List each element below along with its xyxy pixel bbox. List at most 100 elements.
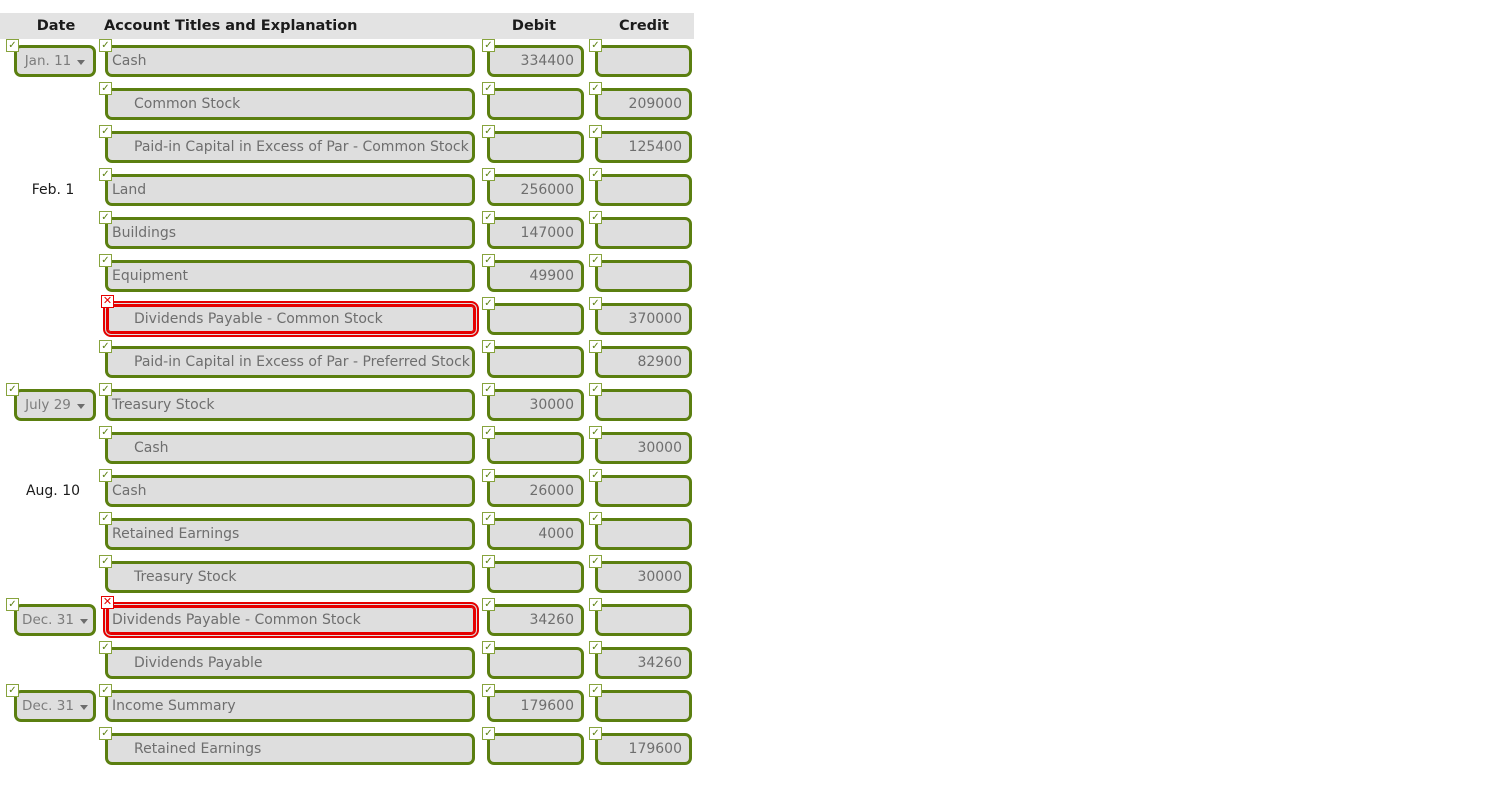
debit-amount-input[interactable]: 30000 [487, 389, 584, 421]
credit-cell-valid-icon: ✓ [589, 254, 602, 267]
credit-amount-input[interactable] [595, 260, 692, 292]
debit-amount-input[interactable]: 179600 [487, 690, 584, 722]
account-title-input[interactable]: Dividends Payable - Common Stock [103, 301, 479, 337]
account-title-input[interactable]: Cash [105, 475, 475, 507]
account-title-input[interactable]: Cash [105, 432, 475, 464]
debit-amount-value: 4000 [538, 526, 574, 542]
debit-amount-input[interactable] [487, 131, 584, 163]
credit-amount-input[interactable] [595, 174, 692, 206]
journal-row: ✓Cash✓✓30000 [0, 426, 700, 470]
account-title-input[interactable]: Buildings [105, 217, 475, 249]
credit-amount-input[interactable]: 370000 [595, 303, 692, 335]
debit-cell-valid-icon: ✓ [482, 383, 495, 396]
credit-cell-valid-icon: ✓ [589, 383, 602, 396]
debit-cell-valid-icon: ✓ [482, 555, 495, 568]
date-select[interactable]: Jan. 11 [14, 45, 96, 77]
debit-amount-input[interactable] [487, 733, 584, 765]
date-label: Feb. 1 [31, 182, 75, 198]
debit-amount-input[interactable]: 4000 [487, 518, 584, 550]
debit-amount-value: 179600 [520, 698, 574, 714]
debit-cell-valid-icon: ✓ [482, 168, 495, 181]
date-select-value: Dec. 31 [22, 698, 74, 714]
debit-amount-input[interactable] [487, 647, 584, 679]
debit-cell-valid-icon: ✓ [482, 297, 495, 310]
debit-amount-input[interactable]: 26000 [487, 475, 584, 507]
credit-amount-input[interactable]: 30000 [595, 432, 692, 464]
credit-cell-valid-icon: ✓ [589, 125, 602, 138]
date-select[interactable]: July 29 [14, 389, 96, 421]
journal-row: ✓Treasury Stock✓✓30000 [0, 555, 700, 599]
account-title-value: Dividends Payable - Common Stock [134, 311, 383, 327]
date-select[interactable]: Dec. 31 [14, 690, 96, 722]
account-title-input[interactable]: Treasury Stock [105, 389, 475, 421]
journal-row: ✓Jan. 11✓Cash✓334400✓ [0, 39, 700, 83]
debit-amount-input[interactable]: 256000 [487, 174, 584, 206]
date-select[interactable]: Dec. 31 [14, 604, 96, 636]
credit-amount-input[interactable]: 179600 [595, 733, 692, 765]
credit-amount-input[interactable]: 30000 [595, 561, 692, 593]
credit-amount-input[interactable] [595, 217, 692, 249]
date-cell-valid-icon: ✓ [6, 39, 19, 52]
account-title-input[interactable]: Income Summary [105, 690, 475, 722]
credit-amount-input[interactable]: 34260 [595, 647, 692, 679]
debit-amount-value: 49900 [529, 268, 574, 284]
debit-cell-valid-icon: ✓ [482, 82, 495, 95]
credit-cell-valid-icon: ✓ [589, 598, 602, 611]
credit-amount-input[interactable]: 82900 [595, 346, 692, 378]
credit-cell-valid-icon: ✓ [589, 641, 602, 654]
credit-cell-valid-icon: ✓ [589, 512, 602, 525]
debit-amount-input[interactable] [487, 303, 584, 335]
debit-amount-value: 26000 [529, 483, 574, 499]
account-title-input[interactable]: Dividends Payable [105, 647, 475, 679]
account-title-input[interactable]: Retained Earnings [105, 518, 475, 550]
account-title-input[interactable]: Paid-in Capital in Excess of Par - Prefe… [105, 346, 475, 378]
debit-amount-input[interactable]: 49900 [487, 260, 584, 292]
debit-amount-input[interactable] [487, 432, 584, 464]
debit-cell-valid-icon: ✓ [482, 254, 495, 267]
debit-amount-value: 30000 [529, 397, 574, 413]
debit-amount-input[interactable] [487, 88, 584, 120]
credit-cell-valid-icon: ✓ [589, 469, 602, 482]
credit-amount-input[interactable] [595, 690, 692, 722]
debit-amount-input[interactable]: 147000 [487, 217, 584, 249]
account-title-input[interactable]: Retained Earnings [105, 733, 475, 765]
account-title-input[interactable]: Common Stock [105, 88, 475, 120]
account-cell-valid-icon: ✓ [99, 254, 112, 267]
debit-amount-input[interactable] [487, 561, 584, 593]
debit-amount-input[interactable] [487, 346, 584, 378]
journal-row: Feb. 1✓Land✓256000✓ [0, 168, 700, 212]
account-title-value: Land [112, 182, 147, 198]
account-cell-error-icon: ✕ [101, 294, 114, 308]
date-cell-valid-icon: ✓ [6, 684, 19, 697]
debit-cell-valid-icon: ✓ [482, 211, 495, 224]
debit-cell-valid-icon: ✓ [482, 340, 495, 353]
credit-amount-value: 209000 [628, 96, 682, 112]
credit-amount-input[interactable] [595, 518, 692, 550]
debit-amount-input[interactable]: 34260 [487, 604, 584, 636]
credit-amount-input[interactable] [595, 45, 692, 77]
account-title-value: Treasury Stock [134, 569, 237, 585]
credit-amount-value: 30000 [637, 569, 682, 585]
debit-cell-valid-icon: ✓ [482, 598, 495, 611]
credit-amount-input[interactable] [595, 475, 692, 507]
debit-cell-valid-icon: ✓ [482, 426, 495, 439]
account-cell-valid-icon: ✓ [99, 727, 112, 740]
debit-amount-input[interactable]: 334400 [487, 45, 584, 77]
credit-amount-value: 30000 [637, 440, 682, 456]
credit-amount-input[interactable]: 209000 [595, 88, 692, 120]
credit-amount-input[interactable] [595, 604, 692, 636]
account-title-input[interactable]: Equipment [105, 260, 475, 292]
journal-row: ✓ Paid-in Capital in Excess of Par - Comm… [0, 125, 700, 169]
account-title-input[interactable]: Treasury Stock [105, 561, 475, 593]
account-title-input[interactable]: Land [105, 174, 475, 206]
account-title-input[interactable]: Dividends Payable - Common Stock [103, 602, 479, 638]
debit-cell-valid-icon: ✓ [482, 39, 495, 52]
date-label: Aug. 10 [25, 483, 81, 499]
account-cell-valid-icon: ✓ [99, 340, 112, 353]
column-header-credit: Credit [619, 18, 669, 34]
account-title-input[interactable]: Paid-in Capital in Excess of Par - Commo… [105, 131, 475, 163]
credit-amount-input[interactable] [595, 389, 692, 421]
account-title-input[interactable]: Cash [105, 45, 475, 77]
account-cell-valid-icon: ✓ [99, 383, 112, 396]
credit-amount-input[interactable]: 125400 [595, 131, 692, 163]
